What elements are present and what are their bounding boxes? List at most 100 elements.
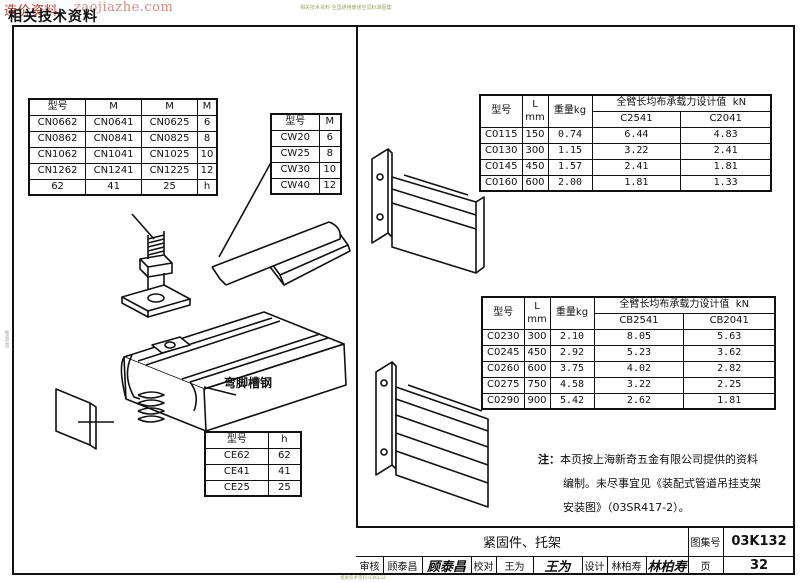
table-cell: 3.22 — [593, 376, 685, 394]
table-cell: 750 — [523, 376, 551, 394]
table-cell: C0130 — [479, 142, 523, 160]
table-cell: 3.22 — [591, 142, 682, 160]
table-cell: CN1241 — [85, 162, 143, 180]
table-cell: 1.81 — [683, 392, 776, 410]
table-cell: 5.42 — [549, 392, 595, 410]
table-cell: CN1041 — [85, 146, 143, 164]
header-length-symbol: L — [534, 301, 540, 313]
table-cell: 25 — [141, 178, 198, 196]
table-cell: 10 — [197, 146, 218, 164]
watermark-text: 造价资料 — [4, 4, 59, 19]
vertical-divider — [356, 25, 358, 526]
table-row: CW20 6 — [270, 129, 342, 147]
table-cell: 4.83 — [680, 126, 772, 144]
atlas-number: 03K132 — [723, 527, 795, 557]
table-cell: 3.75 — [549, 360, 595, 378]
table-cell: 8 — [318, 145, 342, 163]
header-sub-c2541: C2541 — [591, 110, 682, 128]
table-cell: 900 — [523, 392, 551, 410]
table-cell: 2.92 — [549, 344, 595, 362]
table-cell: 8 — [197, 130, 218, 148]
table-cell: 2.82 — [683, 360, 776, 378]
bend-channel-label: 弯脚槽钢 — [224, 376, 273, 390]
table-cell: 1.33 — [680, 174, 772, 192]
table-header-cell: M — [197, 98, 218, 116]
table-row: 62 41 25 h — [28, 178, 218, 196]
footnote-text-3: 安装图》（03SR417-2）。 — [563, 501, 690, 514]
footnote: 注：本页按上海新奇五金有限公司提供的资料 编制。未尽事宜见《装配式管道吊挂支架 … — [538, 448, 788, 520]
table-header-cell: 型号 — [204, 431, 269, 449]
table-cell: 10 — [318, 161, 342, 179]
header-length-unit: mm — [527, 314, 547, 326]
table-cell: 5.63 — [683, 328, 776, 346]
table-cell: CN1025 — [141, 146, 198, 164]
table-row: C0230 300 2.10 8.05 5.63 — [481, 328, 776, 346]
table-cell: CN0862 — [28, 130, 87, 148]
table-cell: 12 — [318, 177, 342, 195]
page-number: 32 — [749, 558, 769, 573]
table-cell: 300 — [521, 142, 549, 160]
table-cell: 600 — [523, 360, 551, 378]
table-cell: C0230 — [481, 328, 525, 346]
table-header-cell: 型号 — [28, 98, 87, 116]
header-sub-cb2041: CB2041 — [683, 312, 776, 330]
bracket-drawings — [371, 148, 489, 508]
table-header-row: 型号 h — [204, 431, 302, 449]
footnote-line-1: 注：本页按上海新奇五金有限公司提供的资料 — [538, 448, 788, 472]
table-cell: 41 — [267, 463, 302, 481]
watermark-url: zaojiazhe.com — [74, 0, 174, 15]
drawing-title: 紧固件、托架 — [356, 527, 689, 557]
table-cell: CN1262 — [28, 162, 87, 180]
table-header-cell: M — [85, 98, 143, 116]
table-cell: 1.57 — [547, 158, 593, 176]
table-row: CW40 12 — [270, 177, 342, 195]
table-cell: CN0841 — [85, 130, 143, 148]
table-row: CN1262 CN1241 CN1225 12 — [28, 162, 218, 180]
table-cell: 1.81 — [680, 158, 772, 176]
table-row: C0245 450 2.92 5.23 3.62 — [481, 344, 776, 362]
header-load-text: 全臂长均布承载力设计值 — [616, 97, 727, 109]
table-row: C0160 600 2.00 1.81 1.33 — [479, 174, 772, 192]
table-cell: 41 — [85, 178, 143, 196]
table-cell: 4.58 — [549, 376, 595, 394]
table-cell: 300 — [523, 328, 551, 346]
header-sub-cb2541: CB2541 — [593, 312, 685, 330]
table-row: C0130 300 1.15 3.22 2.41 — [479, 142, 772, 160]
header-load: 全臂长均布承载力设计值 kN — [593, 296, 776, 314]
table-row: CN0862 CN0841 CN0825 8 — [28, 130, 218, 148]
table-cell: 25 — [267, 479, 302, 497]
table-cell: 150 — [521, 126, 549, 144]
header-load: 全臂长均布承载力设计值 kN — [591, 94, 772, 112]
table-cell: CE62 — [204, 447, 269, 465]
table-cn-nuts: 型号 M M M CN0662 CN0641 CN0625 6 CN0862 C… — [28, 98, 218, 196]
header-sub-c2041: C2041 — [680, 110, 772, 128]
table-header-cell: M — [318, 113, 342, 131]
table-cell: 3.62 — [683, 344, 776, 362]
table-cell: 4.02 — [593, 360, 685, 378]
table-cell: CN0641 — [85, 114, 143, 132]
table-row: C0290 900 5.42 2.62 1.81 — [481, 392, 776, 410]
table-header-cell: M — [141, 98, 198, 116]
table-row: CW25 8 — [270, 145, 342, 163]
table-cell: CN1062 — [28, 146, 87, 164]
design-label: 设计 — [582, 556, 608, 575]
table-cell: 450 — [521, 158, 549, 176]
header-load-unit: kN — [735, 299, 750, 311]
header-load-unit: kN — [732, 97, 747, 109]
review-name: 顾泰昌 — [383, 556, 423, 575]
table-header-row: 型号 M — [270, 113, 342, 131]
table-cell: CN0825 — [141, 130, 198, 148]
channel-assembly-drawing — [55, 156, 351, 450]
header-weight: 重量kg — [547, 94, 593, 128]
table-cell: C0290 — [481, 392, 525, 410]
table-cell: 2.62 — [593, 392, 685, 410]
table-row: C0145 450 1.57 2.41 1.81 — [479, 158, 772, 176]
footnote-text-2: 编制。未尽事宜见《装配式管道吊挂支架 — [563, 477, 761, 490]
table-row: C0260 600 3.75 4.02 2.82 — [481, 360, 776, 378]
table-row: CE25 25 — [204, 479, 302, 497]
table-header-row: CB2541 CB2041 — [482, 312, 776, 330]
table-cell: 2.00 — [547, 174, 593, 192]
table-row: C0275 750 4.58 3.22 2.25 — [481, 376, 776, 394]
check-name: 王为 — [496, 556, 534, 575]
